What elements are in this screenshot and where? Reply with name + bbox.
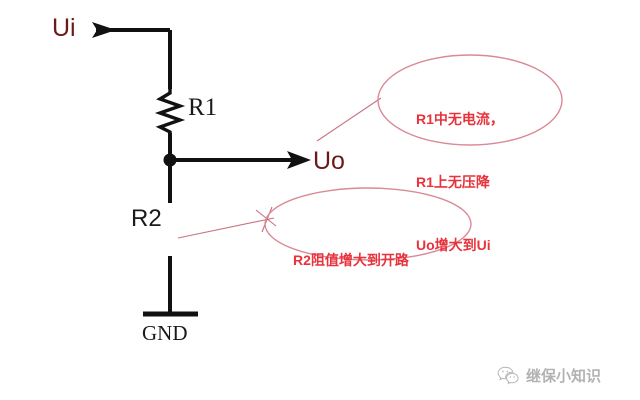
wechat-icon — [497, 366, 519, 385]
circuit-wires — [96, 28, 298, 317]
output-arrowhead — [287, 151, 311, 169]
annotation-1-line-2: R1上无压降 — [416, 174, 490, 190]
junction-node-dot — [163, 153, 177, 167]
annotation-1-text: R1中无电流， R1上无压降 Uo增大到Ui — [416, 67, 504, 298]
annotation-2-text: R2阻值增大到开路 — [293, 215, 409, 305]
output-voltage-label: Uo — [313, 147, 345, 175]
leader-line-annotation-2 — [177, 217, 275, 239]
annotation-1-ellipse — [377, 54, 563, 146]
input-arrowhead — [92, 22, 116, 38]
annotation-2-ellipse — [264, 187, 472, 261]
ground-label: GND — [142, 321, 188, 345]
resistor-r1-symbol — [154, 89, 186, 134]
resistor-r2-label: R2 — [131, 205, 162, 232]
watermark: 继保小知识 — [497, 365, 601, 386]
leader-line-annotation-1 — [316, 97, 382, 142]
annotation-2-line-1: R2阻值增大到开路 — [293, 252, 409, 268]
annotation-1-line-3: Uo增大到Ui — [416, 237, 491, 253]
annotation-1-line-1: R1中无电流， — [416, 111, 504, 127]
resistor-r1-label: R1 — [188, 94, 218, 121]
input-voltage-label: Ui — [52, 14, 76, 42]
watermark-text: 继保小知识 — [526, 368, 602, 385]
leader-tick-annotation-2-b — [261, 206, 273, 233]
annotation-leader-lines — [177, 97, 382, 239]
